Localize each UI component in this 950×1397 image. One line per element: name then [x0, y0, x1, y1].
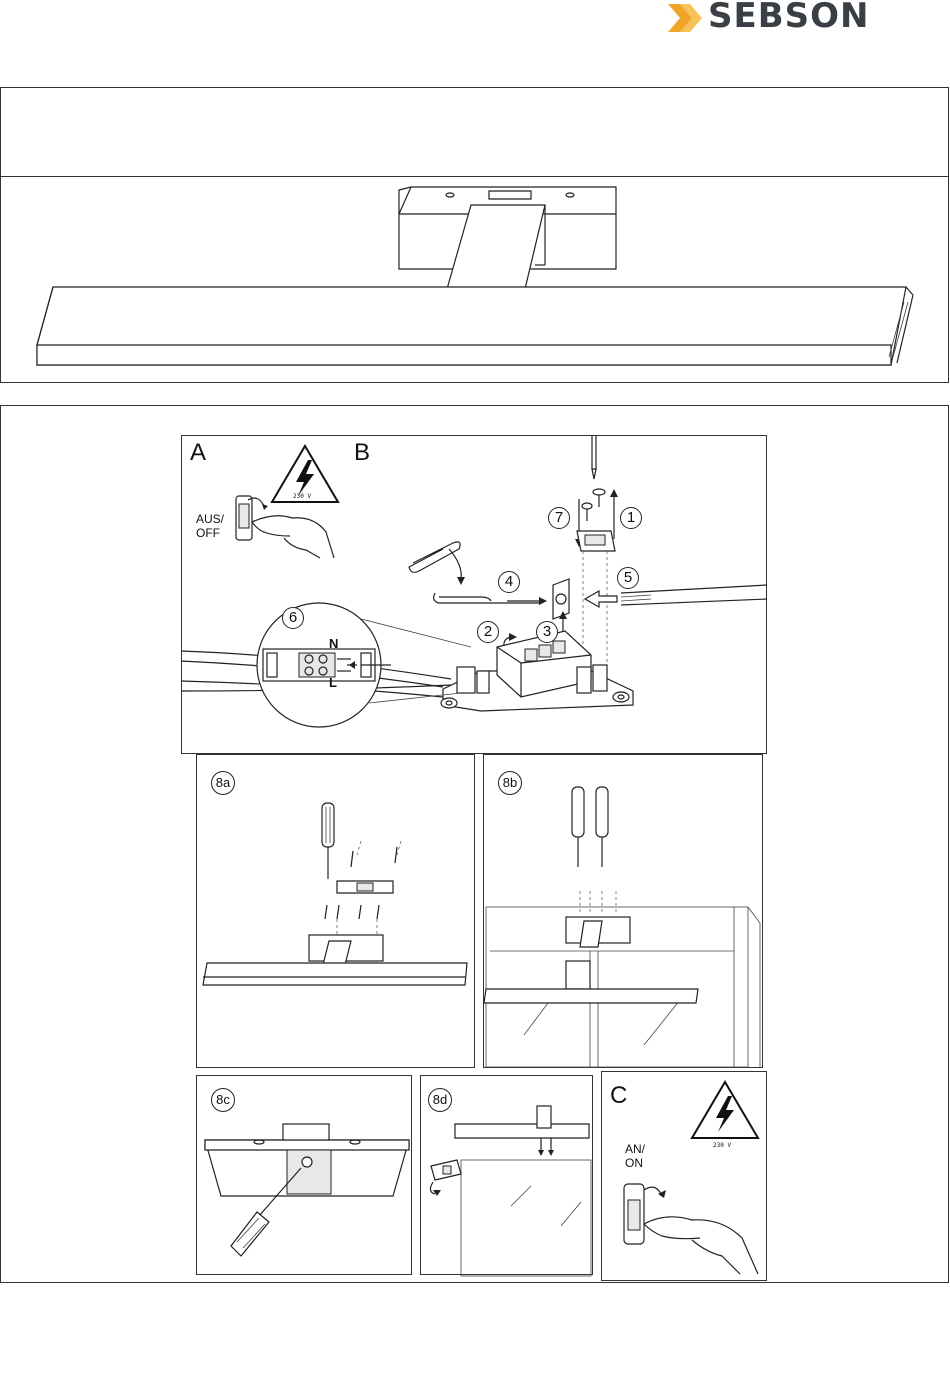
step-2-tag: 2: [477, 621, 499, 643]
terminal-l-label: L: [329, 676, 337, 690]
panel-c-letter: C: [610, 1082, 627, 1110]
panel-c-power-on: C 230 V AN/ ON: [601, 1071, 767, 1281]
high-voltage-warning-icon: [690, 1080, 760, 1144]
switch-on-label: AN/ ON: [625, 1142, 653, 1170]
double-chevron-icon: [666, 0, 706, 36]
step-7-tag: 7: [548, 507, 570, 529]
panel-8a-drawing: [197, 755, 476, 1069]
panel-8b-mount: 8b: [483, 754, 763, 1068]
step-1-tag: 1: [620, 507, 642, 529]
step-5-tag: 5: [617, 567, 639, 589]
brand-name: SEBSON: [708, 0, 869, 36]
panel-8d-drawing: [421, 1076, 594, 1276]
step-3-tag: 3: [536, 621, 558, 643]
hand-switch-on-drawing: [622, 1178, 772, 1278]
title-box: [0, 87, 949, 177]
lamp-drawing: [1, 177, 950, 384]
panel-8a-mount: 8a: [196, 754, 475, 1068]
wiring-diagram: [181, 435, 767, 754]
product-illustration-box: [0, 176, 949, 383]
step-4-tag: 4: [498, 571, 520, 593]
panel-8b-drawing: [484, 755, 764, 1069]
panel-8d-attach: 8d: [420, 1075, 593, 1275]
panel-c-voltage: 230 V: [713, 1142, 731, 1149]
step-6-tag: 6: [282, 607, 304, 629]
terminal-n-label: N: [329, 637, 338, 651]
panel-8c-fasten: 8c: [196, 1075, 412, 1275]
brand-logo: SEBSON: [666, 0, 896, 40]
panel-8c-drawing: [197, 1076, 413, 1276]
